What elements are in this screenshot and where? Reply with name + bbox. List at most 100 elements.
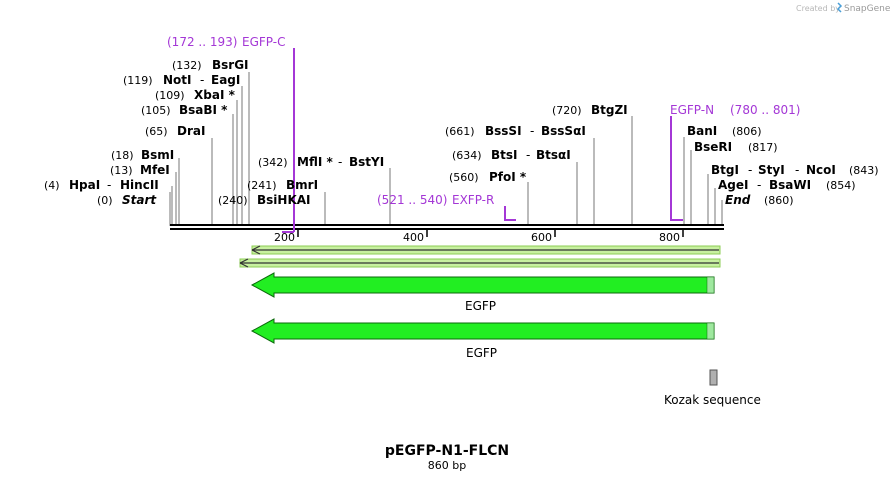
site-bsihkai-pos: (240): [218, 194, 248, 207]
site-bseri-pos: (817): [748, 141, 778, 154]
primer-egfp-c-mark: [282, 48, 295, 233]
site-btsi-sep: -: [526, 148, 530, 162]
site-xbai-name: XbaI *: [194, 88, 236, 102]
orf-2-arrowhead-icon: [239, 258, 249, 268]
primer-egfp-n-pos: (780 .. 801): [730, 103, 800, 117]
site-noti-pos: (119): [123, 74, 153, 87]
site-start-pos: (0): [97, 194, 113, 207]
site-bstyi-name: BstYI: [349, 155, 384, 169]
site-agei-pos: (854): [826, 179, 856, 192]
site-styi-name: StyI: [758, 163, 785, 177]
site-bani-pos: (806): [732, 125, 762, 138]
site-btgi-sep2: -: [795, 163, 799, 177]
ruler-label-400: 400: [403, 231, 424, 244]
site-noti-name: NotI: [163, 73, 192, 87]
site-end-name: End: [725, 193, 751, 207]
site-leader-lines: [169, 72, 723, 226]
site-drai-pos: (65): [145, 125, 168, 138]
orf-arrows: [239, 245, 721, 268]
ruler-label-600: 600: [531, 231, 552, 244]
site-hpai-pos: (4): [44, 179, 60, 192]
site-bsssi-sep: -: [530, 124, 534, 138]
kozak-box: [709, 369, 718, 386]
site-bsssai-name: BssSαI: [541, 124, 586, 138]
ruler-label-800: 800: [659, 231, 680, 244]
site-bsssi-pos: (661): [445, 125, 475, 138]
site-bsawi-name: BsaWI: [769, 178, 811, 192]
site-btgi-pos: (843): [849, 164, 879, 177]
map-title-block: pEGFP-N1-FLCN 860 bp: [385, 443, 509, 472]
site-btsi-pos: (634): [452, 149, 482, 162]
site-mfei-name: MfeI: [140, 163, 170, 177]
site-btsai-name: BtsαI: [536, 148, 571, 162]
watermark-brand: SnapGene: [844, 4, 891, 14]
site-mfei-pos: (13): [110, 164, 133, 177]
site-ncoi-name: NcoI: [806, 163, 836, 177]
left-site-labels: (0) Start (4) HpaI - HincII (13) MfeI (1…: [44, 58, 384, 207]
site-xbai-pos: (109): [155, 89, 185, 102]
snapgene-watermark: Created by SnapGene: [796, 2, 891, 14]
site-bmri-pos: (241): [247, 179, 277, 192]
site-mfli-pos: (342): [258, 156, 288, 169]
site-bsrgi-name: BsrGI: [212, 58, 249, 72]
egfp-2-label: EGFP: [466, 346, 497, 360]
site-btsi-name: BtsI: [491, 148, 518, 162]
egfp-2-arrow: [250, 318, 715, 344]
primer-marks: [282, 48, 683, 233]
site-agei-sep: -: [757, 178, 761, 192]
primer-egfp-n-mark: [670, 116, 683, 221]
feature-kozak: Kozak sequence: [664, 369, 761, 407]
site-bmri-name: BmrI: [286, 178, 318, 192]
feature-egfp-2: EGFP: [250, 318, 715, 360]
primer-exfp-r-pos: (521 .. 540): [377, 193, 447, 207]
site-btgi-sep1: -: [748, 163, 752, 177]
feature-egfp-1: EGFP: [250, 272, 715, 313]
site-bani-name: BanI: [687, 124, 717, 138]
primer-egfp-c-name: EGFP-C: [242, 35, 285, 49]
site-eagi-name: EagI: [211, 73, 240, 87]
site-btgzi-pos: (720): [552, 104, 582, 117]
primer-exfp-r-name: EXFP-R: [452, 193, 494, 207]
site-bsmi-name: BsmI: [141, 148, 174, 162]
right-site-labels: (560) PfoI * (634) BtsI - BtsαI (661) Bs…: [445, 103, 879, 207]
site-drai-name: DraI: [177, 124, 205, 138]
egfp-1-end-cap: [706, 276, 715, 294]
site-start-name: Start: [122, 193, 157, 207]
primer-labels: (172 .. 193) EGFP-C (521 .. 540) EXFP-R …: [167, 35, 800, 207]
site-bsabi-pos: (105): [141, 104, 171, 117]
site-bsabi-name: BsaBI *: [179, 103, 228, 117]
egfp-2-end-cap: [706, 322, 715, 340]
primer-egfp-n-name: EGFP-N: [670, 103, 714, 117]
sequence-backbone: [170, 224, 724, 230]
ruler-label-200: 200: [274, 231, 295, 244]
site-end-pos: (860): [764, 194, 794, 207]
watermark-prefix: Created by: [796, 4, 840, 13]
site-pfoi-name: PfoI *: [489, 170, 527, 184]
site-bseri-name: BseRI: [694, 140, 732, 154]
egfp-1-label: EGFP: [465, 299, 496, 313]
site-noti-sep: -: [200, 73, 204, 87]
site-btgi-name: BtgI: [711, 163, 739, 177]
site-bsmi-pos: (18): [111, 149, 134, 162]
site-bsihkai-name: BsiHKAI: [257, 193, 311, 207]
site-bsrgi-pos: (132): [172, 59, 202, 72]
site-agei-name: AgeI: [718, 178, 748, 192]
ruler: 200 400 600 800: [274, 229, 684, 244]
kozak-label: Kozak sequence: [664, 393, 761, 407]
site-bsssi-name: BssSI: [485, 124, 522, 138]
egfp-1-arrow: [250, 272, 715, 298]
site-mfli-name: MflI *: [297, 155, 333, 169]
primer-egfp-c-pos: (172 .. 193): [167, 35, 237, 49]
plasmid-length: 860 bp: [428, 459, 466, 472]
primer-exfp-r-mark: [504, 206, 516, 221]
site-hincii-name: HincII: [120, 178, 159, 192]
orf-1-arrowhead-icon: [251, 245, 261, 255]
site-btgzi-name: BtgZI: [591, 103, 628, 117]
site-mfli-sep: -: [338, 155, 342, 169]
site-pfoi-pos: (560): [449, 171, 479, 184]
plasmid-name: pEGFP-N1-FLCN: [385, 443, 509, 459]
site-hpai-sep: -: [107, 178, 111, 192]
site-hpai-name: HpaI: [69, 178, 100, 192]
snapgene-logo-icon: [836, 2, 843, 13]
